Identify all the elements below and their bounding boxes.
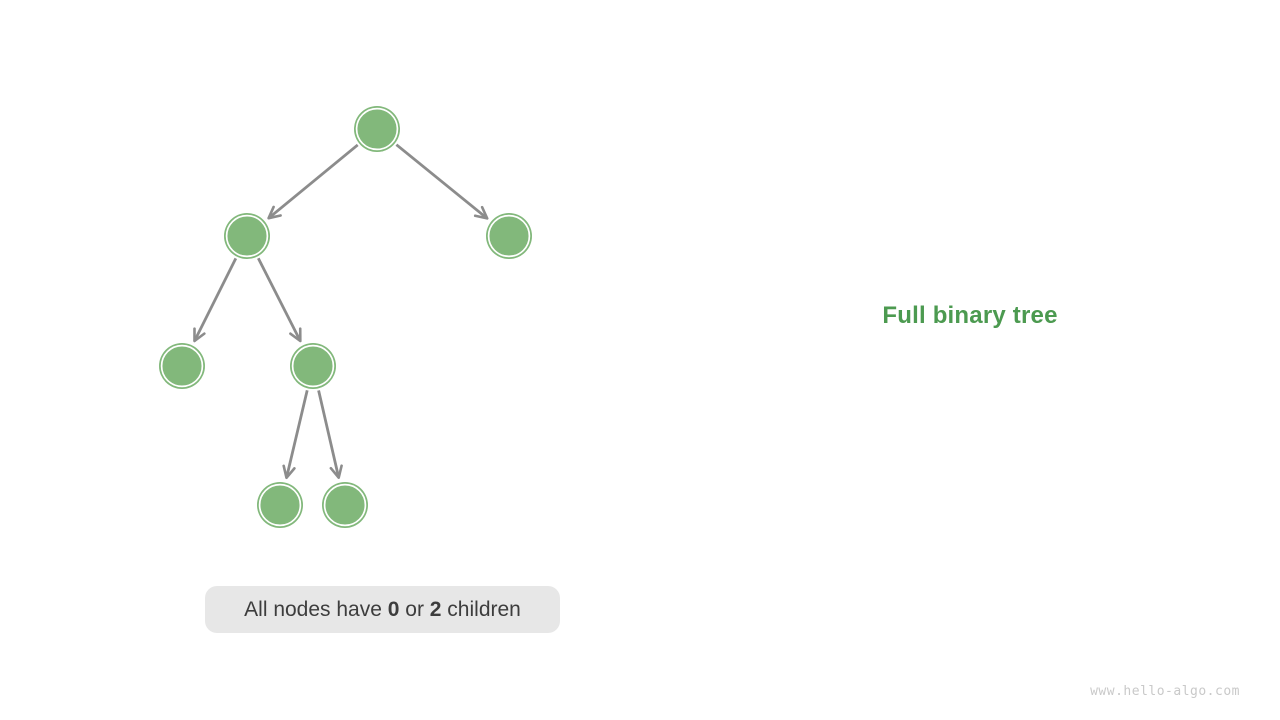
tree-node-l-r — [290, 343, 336, 389]
tree-edge-l-r-to-l-r-l — [282, 389, 309, 480]
caption-number-0: 0 — [387, 597, 400, 621]
caption-text-3: children — [441, 597, 521, 621]
tree-edge-root-to-r — [395, 143, 489, 220]
tree-node-l-r-r — [322, 482, 368, 528]
node-circle — [159, 343, 205, 389]
tree-node-l-l — [159, 343, 205, 389]
node-circle — [486, 213, 532, 259]
caption-pill: All nodes have 0 or 2 children — [205, 586, 560, 633]
node-circle — [224, 213, 270, 259]
node-circle — [322, 482, 368, 528]
node-inner-ring — [258, 483, 302, 527]
tree-edge-root-to-l — [267, 143, 359, 220]
watermark: www.hello-algo.com — [1090, 684, 1240, 699]
node-inner-ring — [323, 483, 367, 527]
node-inner-ring — [160, 344, 204, 388]
tree-node-l-r-l — [257, 482, 303, 528]
caption-text-1: All nodes have — [244, 597, 388, 621]
node-circle — [257, 482, 303, 528]
caption-number-2: 2 — [429, 597, 442, 621]
node-inner-ring — [355, 107, 399, 151]
node-inner-ring — [487, 214, 531, 258]
tree-node-root — [354, 106, 400, 152]
node-circle — [290, 343, 336, 389]
tree-edge-l-to-l-l — [193, 257, 238, 343]
node-inner-ring — [225, 214, 269, 258]
caption-text-2: or — [399, 597, 430, 621]
tree-edge-l-to-l-r — [257, 257, 302, 343]
node-circle — [354, 106, 400, 152]
tree-edge-l-r-to-l-r-r — [317, 390, 343, 480]
tree-node-r — [486, 213, 532, 259]
tree-node-l — [224, 213, 270, 259]
diagram-title: Full binary tree — [882, 302, 1058, 329]
node-inner-ring — [291, 344, 335, 388]
